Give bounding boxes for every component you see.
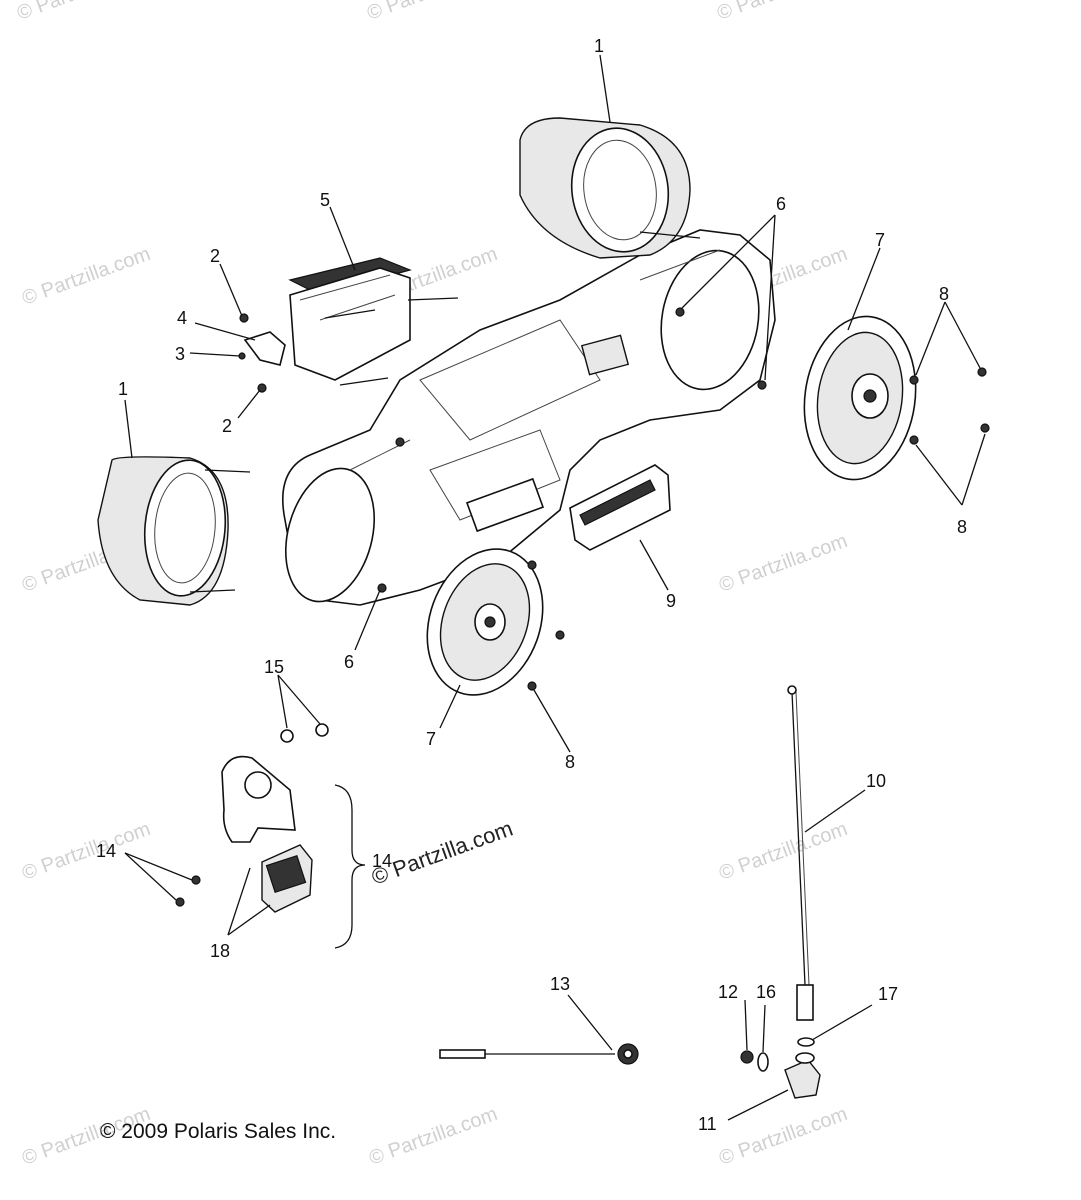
callout-18: 18 <box>210 941 230 961</box>
bracket <box>243 331 286 366</box>
watermark: © Partzilla.com <box>714 0 848 25</box>
callout-2: 2 <box>222 416 232 436</box>
callout-15: 15 <box>264 657 284 677</box>
callout-6: 6 <box>776 194 786 214</box>
speaker-pod-upper <box>519 117 701 259</box>
callout-7: 7 <box>426 729 436 749</box>
callout-17: 17 <box>878 984 898 1004</box>
watermark: © Partzilla.com <box>716 1103 850 1170</box>
callout-7: 7 <box>875 230 885 250</box>
callout-11: 11 <box>698 1114 717 1134</box>
antenna-cable <box>439 1043 639 1065</box>
copyright: © 2009 Polaris Sales Inc. <box>100 1120 336 1143</box>
seal <box>797 1037 815 1047</box>
callout-2: 2 <box>210 246 220 266</box>
callout-14: 14 <box>372 851 392 871</box>
callout-6: 6 <box>344 652 354 672</box>
watermark: © Partzilla.com <box>716 818 850 885</box>
callout-9: 9 <box>666 591 676 611</box>
watermark: © Partzilla.com <box>366 1103 500 1170</box>
callout-8: 8 <box>957 517 967 537</box>
callout-3: 3 <box>175 344 185 364</box>
speaker-pod-left <box>97 456 251 606</box>
callout-13: 13 <box>550 974 570 994</box>
leader-lines <box>124 54 986 1121</box>
dash-housing <box>282 229 776 606</box>
callout-12: 12 <box>718 982 738 1002</box>
antenna <box>787 685 814 1021</box>
watermark: © Partzilla.com <box>14 0 148 25</box>
radio-unit <box>569 464 671 551</box>
washer <box>757 1052 769 1072</box>
speaker-lower <box>426 548 544 696</box>
callout-14: 14 <box>96 841 116 861</box>
antenna-mount <box>784 1052 821 1099</box>
callout-16: 16 <box>756 982 776 1002</box>
watermark: © Partzilla.com <box>19 818 153 885</box>
callout-10: 10 <box>866 771 886 791</box>
brace <box>334 784 366 949</box>
fasteners <box>175 307 990 907</box>
callout-4: 4 <box>177 308 187 328</box>
callout-1: 1 <box>118 379 128 399</box>
callout-5: 5 <box>320 190 330 210</box>
watermark: © Partzilla.com <box>19 243 153 310</box>
speaker-right <box>803 315 917 481</box>
callout-1: 1 <box>594 36 604 56</box>
watermark: © Partzilla.com <box>364 0 498 25</box>
callout-8: 8 <box>939 284 949 304</box>
watermark: © Partzilla.com <box>716 530 850 597</box>
callout-8: 8 <box>565 752 575 772</box>
switch-bracket <box>221 755 313 913</box>
nut <box>740 1050 754 1064</box>
amplifier <box>288 257 459 386</box>
callouts: 1 1 2 2 3 4 5 6 6 7 7 8 8 8 9 10 11 12 1… <box>96 36 967 1134</box>
